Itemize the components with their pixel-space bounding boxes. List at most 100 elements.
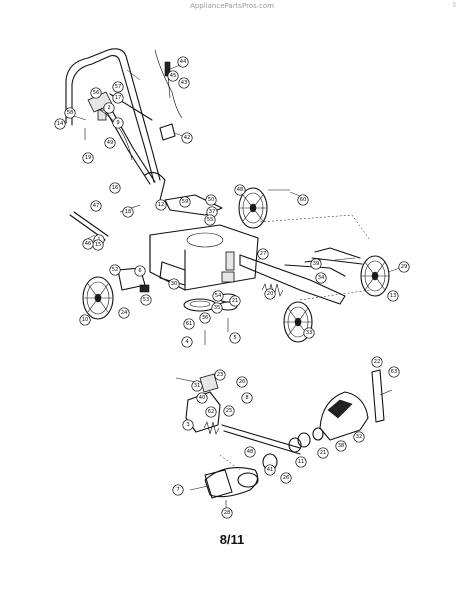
callout-number: 11 [298,459,305,465]
callout-number: 31 [194,383,201,389]
callout-circle [353,431,365,443]
callout-35: 35 [211,302,223,314]
callout-number: 29 [401,264,408,270]
callout-number: 4 [185,339,189,345]
callout-number: 30 [171,281,178,287]
callout-38: 38 [335,440,347,452]
callout-circle [387,290,399,302]
callout-number: 61 [186,321,193,327]
callout-48: 48 [234,184,246,196]
callout-number: 41 [267,467,274,473]
callout-number: 28 [224,510,231,516]
callout-circle [181,336,193,348]
callout-number: 8 [245,395,248,401]
callout-62: 62 [205,406,217,418]
callout-22: 22 [371,356,383,368]
callout-number: 46 [85,241,92,247]
callout-18: 18 [122,206,134,218]
callout-circle [54,118,66,130]
callout-3: 3 [182,419,194,431]
callout-number: 27 [260,251,267,257]
callout-30: 30 [168,278,180,290]
callout-circle [214,369,226,381]
callout-circle [172,484,184,496]
site-watermark[interactable]: AppliancePartsPros.com [190,2,274,10]
callout-59: 59 [179,196,191,208]
callout-number: 26 [283,475,290,481]
callout-7: 7 [172,484,184,496]
deck-frame [149,194,259,291]
corner-mark: 3 [452,2,456,9]
callout-58: 58 [64,107,76,119]
dashed-guides [219,214,371,471]
callout-number: 42 [184,135,191,141]
callout-number: 14 [57,121,64,127]
callout-circle [303,327,315,339]
callout-number: 32 [356,434,363,440]
callout-52: 52 [109,264,121,276]
callout-25: 25 [223,405,235,417]
callout-circle [257,248,269,260]
callout-circle [398,261,410,273]
callout-circle [317,447,329,459]
callout-circle [177,56,189,68]
callout-19: 19 [82,152,94,164]
callout-circle [140,294,152,306]
callout-number: 7 [176,487,179,493]
callout-45: 45 [167,70,179,82]
callout-9: 9 [112,117,124,129]
callout-circle [112,117,124,129]
callout-circle [244,446,256,458]
callout-circle [221,507,233,519]
callout-circle [168,278,180,290]
callout-number: 43 [181,80,188,86]
callout-number: 56 [93,90,100,96]
callout-10: 10 [79,314,91,326]
callout-circle [223,405,235,417]
callout-16: 16 [109,182,121,194]
callout-39: 39 [310,258,322,270]
callout-number: 21 [320,450,327,456]
callout-40: 40 [196,392,208,404]
callout-number: 48 [237,187,244,193]
page-label: 8/11 [219,532,245,547]
callout-14: 14 [54,118,66,130]
callout-55: 55 [204,214,216,226]
callout-60: 60 [297,194,309,206]
callout-circle [103,102,115,114]
callout-number: 15 [95,242,102,248]
callout-53: 53 [140,294,152,306]
callout-12: 12 [155,199,167,211]
callout-61: 61 [183,318,195,330]
callout-24: 24 [118,307,130,319]
callout-circle [205,406,217,418]
callout-circle [82,152,94,164]
callout-56: 56 [90,87,102,99]
callout-28: 28 [221,507,233,519]
callout-circle [179,196,191,208]
callout-circle [388,366,400,378]
callout-circle [178,77,190,89]
callout-circle [109,182,121,194]
callout-21: 21 [229,295,241,307]
callout-circle [109,264,121,276]
callout-number: 53 [143,297,150,303]
callout-13: 13 [387,290,399,302]
callout-number: 12 [158,202,165,208]
callout-21: 21 [317,447,329,459]
right-arm [239,247,363,305]
callout-26: 26 [236,376,248,388]
callout-36: 36 [199,312,211,324]
callout-number: 33 [306,330,313,336]
callout-31: 31 [191,380,203,392]
callout-number: 3 [186,422,189,428]
handle-assembly [65,48,183,201]
wheel-right [360,255,390,297]
callout-circle [118,307,130,319]
callout-43: 43 [178,77,190,89]
callout-57: 57 [112,81,124,93]
callout-circle [90,200,102,212]
callout-27: 27 [257,248,269,260]
callout-circle [199,312,211,324]
